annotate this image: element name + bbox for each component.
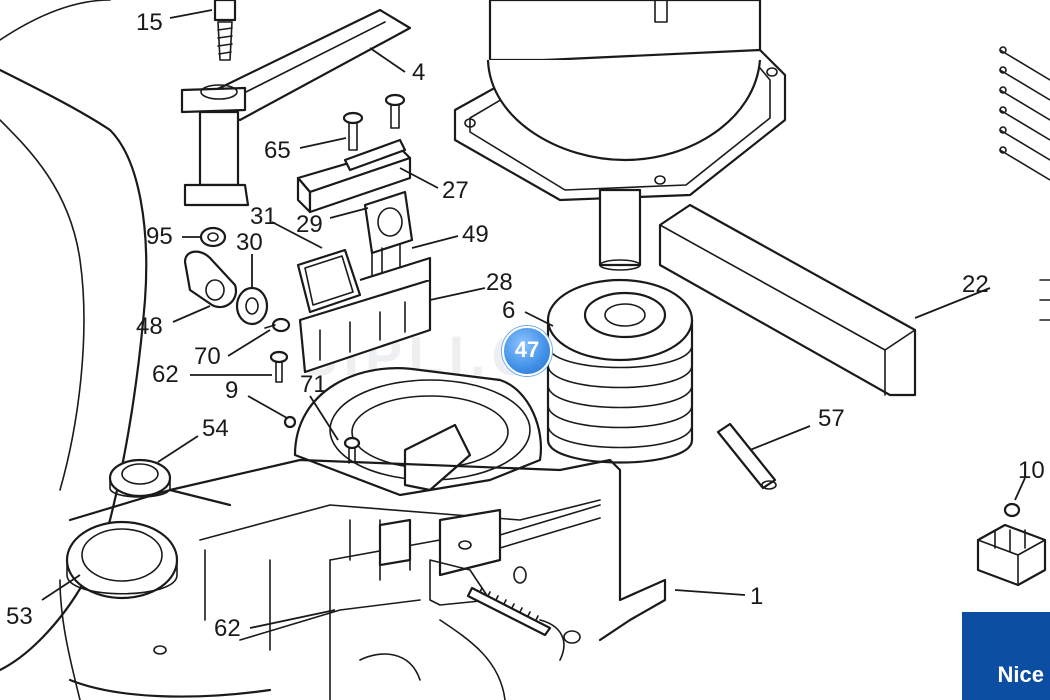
part-53-seal [65, 520, 179, 600]
part-4-lever [180, 8, 412, 207]
brand-logo-text: Nice [997, 662, 1044, 687]
label-part-6: 6 [502, 297, 515, 324]
part-number-labels: 15 4 65 27 31 29 95 30 49 28 6 22 48 70 … [6, 9, 1045, 642]
label-part-49: 49 [462, 221, 489, 248]
wire-bundle [999, 46, 1050, 321]
leader-lines [41, 9, 1026, 629]
part-27-bracket [296, 138, 412, 214]
label-part-10: 10 [1018, 457, 1045, 484]
label-part-53: 53 [6, 603, 33, 630]
part-10-terminal [976, 502, 1047, 587]
part-9-pin [283, 415, 297, 429]
label-part-4: 4 [412, 59, 425, 86]
part-54-seal [108, 458, 172, 498]
label-part-9: 9 [225, 377, 238, 404]
label-part-62-upper: 62 [152, 361, 179, 388]
part-65-screws [342, 93, 406, 151]
highlighted-part-number: 47 [514, 337, 540, 362]
housing-cover [0, 0, 148, 672]
label-part-31: 31 [250, 203, 277, 230]
label-part-22: 22 [962, 271, 989, 298]
part-57-pin [716, 422, 777, 490]
part-29-switch [363, 190, 414, 276]
motor-assembly [453, 0, 787, 271]
part-62-screw-upper [269, 350, 289, 383]
label-part-62-lower: 62 [214, 615, 241, 642]
part-6-pulley [546, 278, 694, 464]
label-part-1: 1 [750, 583, 763, 610]
highlighted-part-badge[interactable]: 47 [502, 326, 552, 376]
label-part-15: 15 [136, 9, 163, 36]
part-15-screw [213, 0, 237, 61]
brand-logo: Nice [962, 612, 1050, 700]
label-part-27: 27 [442, 177, 469, 204]
label-part-95: 95 [146, 223, 173, 250]
part-31-board [296, 248, 362, 314]
label-part-57: 57 [818, 405, 845, 432]
part-1-base-housing [59, 367, 667, 700]
part-22-arm [658, 203, 917, 397]
label-part-70: 70 [194, 343, 221, 370]
label-part-29: 29 [296, 211, 323, 238]
part-48-cam [183, 250, 238, 309]
label-part-28: 28 [486, 269, 513, 296]
part-71-screw [343, 436, 361, 464]
part-30-washer [235, 286, 269, 326]
label-part-65: 65 [264, 137, 291, 164]
label-part-48: 48 [136, 313, 163, 340]
part-28-housing-box [298, 256, 432, 374]
label-part-71: 71 [300, 371, 327, 398]
label-part-30: 30 [236, 229, 263, 256]
label-part-54: 54 [202, 415, 229, 442]
part-70-screw [264, 317, 291, 333]
part-95-nut [199, 226, 227, 248]
